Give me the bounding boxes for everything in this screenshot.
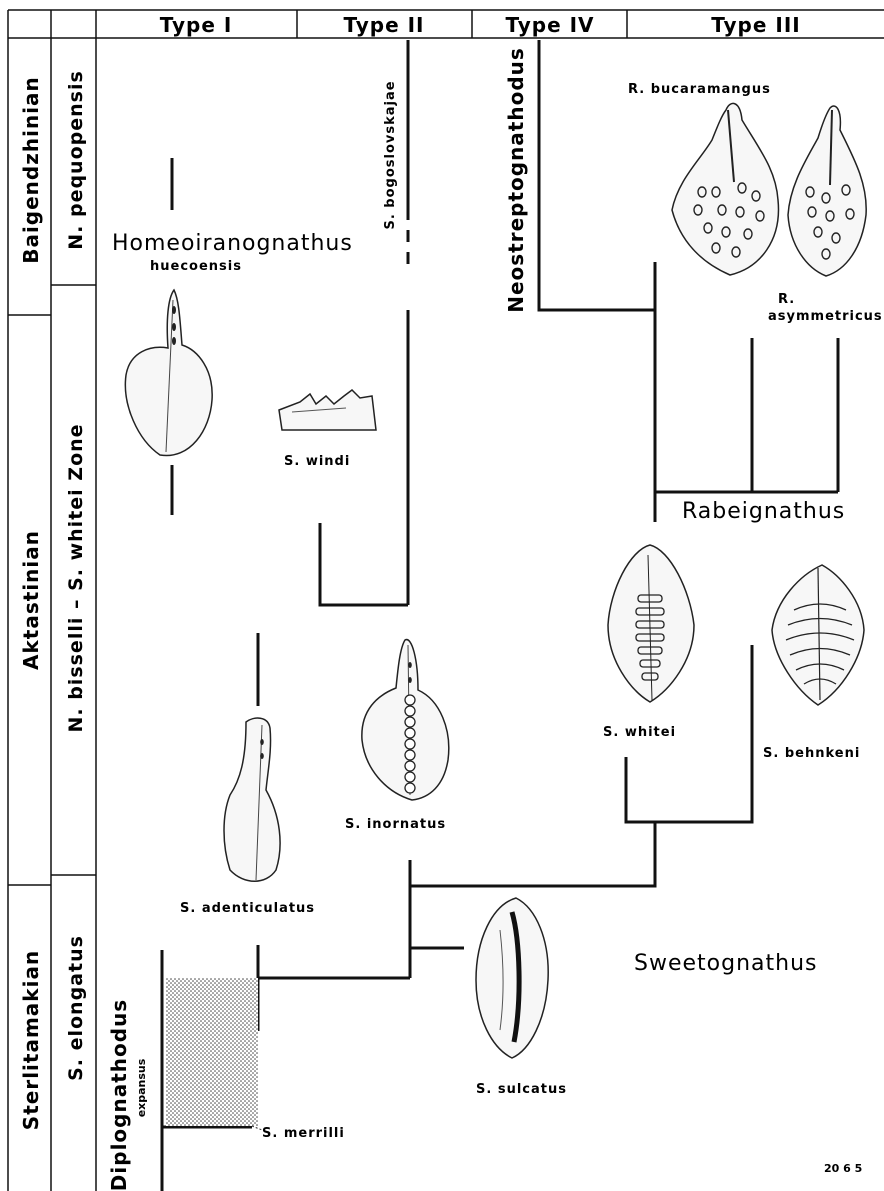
inornatus-fossil-image bbox=[362, 640, 449, 800]
bucaramangus-fossil-image bbox=[672, 103, 778, 275]
label-adenticulatus: S. adenticulatus bbox=[180, 901, 315, 916]
label-expansus: expansus bbox=[135, 1058, 148, 1117]
label-asymmetricus-genus: R. bbox=[778, 292, 795, 307]
genus-sweetognathus: Sweetognathus bbox=[634, 951, 817, 976]
sulcatus-fossil-image bbox=[476, 898, 548, 1058]
genus-rabeignathus: Rabeignathus bbox=[682, 499, 845, 524]
genus-neostreptognathodus: Neostreptognathodus bbox=[504, 47, 528, 313]
huecoensis-fossil-image bbox=[125, 290, 212, 456]
stage-baigendzhinian: Baigendzhinian bbox=[19, 76, 43, 264]
label-bogoslovskajae: S. bogoslovskajae bbox=[383, 80, 398, 229]
figure-code: 20 6 5 bbox=[824, 1162, 862, 1175]
zone-elongatus: S. elongatus bbox=[65, 935, 87, 1081]
stage-aktastinian: Aktastinian bbox=[19, 530, 43, 670]
behnkeni-fossil-image bbox=[772, 565, 864, 705]
diplognathodus-range-stipple bbox=[166, 978, 258, 1126]
col-type-3: Type III bbox=[711, 13, 800, 37]
whitei-fossil-image bbox=[608, 545, 694, 702]
col-type-4: Type IV bbox=[505, 13, 594, 37]
label-sulcatus: S. sulcatus bbox=[476, 1082, 567, 1097]
label-huecoensis: huecoensis bbox=[150, 259, 242, 274]
asymmetricus-fossil-image bbox=[788, 106, 866, 276]
label-bucaramangus: R. bucaramangus bbox=[628, 82, 771, 97]
stage-sterlitamakian: Sterlitamakian bbox=[19, 950, 43, 1130]
label-asymmetricus: asymmetricus bbox=[768, 309, 883, 324]
windi-fossil-image bbox=[279, 390, 376, 430]
label-whitei: S. whitei bbox=[603, 725, 676, 740]
col-type-1: Type I bbox=[160, 13, 233, 37]
col-type-2: Type II bbox=[343, 13, 424, 37]
genus-diplognathodus: Diplognathodus bbox=[107, 999, 131, 1191]
label-inornatus: S. inornatus bbox=[345, 817, 446, 832]
genus-homeoiranognathus: Homeoiranognathus bbox=[112, 231, 353, 256]
label-behnkeni: S. behnkeni bbox=[763, 746, 860, 761]
zone-bisselli-whitei: N. bisselli – S. whitei Zone bbox=[65, 423, 87, 732]
label-merrilli: S. merrilli bbox=[262, 1126, 345, 1141]
zone-pequopensis: N. pequopensis bbox=[65, 70, 87, 250]
label-windi: S. windi bbox=[284, 454, 350, 469]
adenticulatus-fossil-image bbox=[224, 718, 280, 881]
